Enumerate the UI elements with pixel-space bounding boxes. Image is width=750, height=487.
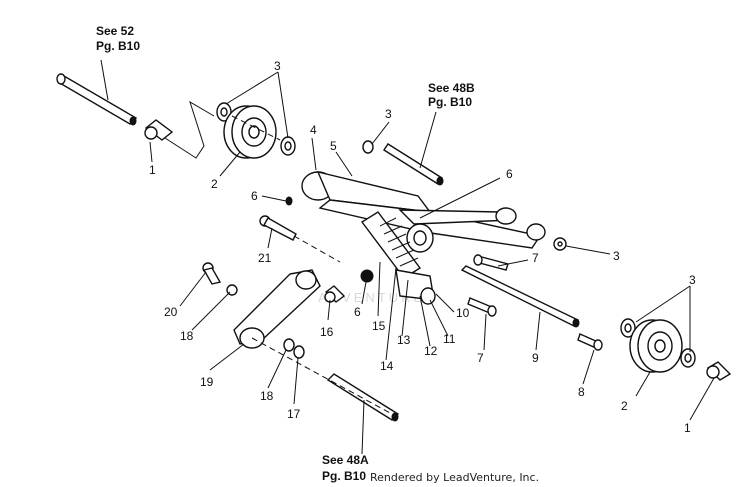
credit-text: Rendered by LeadVenture, Inc. <box>370 471 539 484</box>
callout-3-right: 3 <box>689 273 696 287</box>
ref-bottom-line2: Pg. B10 <box>322 469 366 483</box>
watermark: ADVENTURE <box>318 290 425 305</box>
callout-21: 21 <box>258 251 272 265</box>
callout-1-right: 1 <box>684 421 691 435</box>
callout-8: 8 <box>578 385 585 399</box>
callout-3-top: 3 <box>274 59 281 73</box>
callout-2-right: 2 <box>621 399 628 413</box>
callout-7-bottom: 7 <box>477 351 484 365</box>
callout-16: 16 <box>320 325 334 339</box>
washer-3-right-a <box>620 318 636 338</box>
link-arm-19 <box>233 269 321 349</box>
callout-20: 20 <box>164 305 178 319</box>
nut-6-left <box>285 196 293 206</box>
callout-7-top: 7 <box>532 251 539 265</box>
bolt-7-top <box>473 254 509 271</box>
wheel-2-left <box>223 105 277 159</box>
callout-6-left: 6 <box>251 189 258 203</box>
suspension-frame <box>301 170 546 253</box>
leader-bushing <box>164 100 215 159</box>
washer-3-mid <box>362 140 374 154</box>
ref-bottom-line1: See 48A <box>322 453 369 467</box>
bolt-20 <box>202 262 222 285</box>
wheel-2-right <box>629 319 683 373</box>
washer-3b <box>280 136 296 156</box>
callout-9: 9 <box>532 351 539 365</box>
ref-top-left-line2: Pg. B10 <box>96 39 140 53</box>
shaft-top-left <box>56 73 138 126</box>
callout-10: 10 <box>456 306 470 320</box>
callout-13: 13 <box>397 333 411 347</box>
callout-17: 17 <box>287 407 301 421</box>
callout-2-left: 2 <box>211 177 218 191</box>
bolt-7-bottom <box>467 297 497 317</box>
nut-6-bottom <box>360 269 374 283</box>
nut-17 <box>293 345 305 359</box>
bushing-1-left <box>144 119 174 141</box>
callout-18-bottom: 18 <box>260 389 274 403</box>
shaft-9 <box>460 265 580 328</box>
callout-15: 15 <box>372 319 386 333</box>
washer-3-right-b <box>680 348 696 368</box>
shaft-top-mid <box>383 143 444 186</box>
ref-top-mid-line1: See 48B <box>428 81 475 95</box>
bushing-16 <box>324 285 346 303</box>
callout-19: 19 <box>200 375 214 389</box>
leader-lines <box>100 59 715 455</box>
bushing-1-right <box>706 361 732 381</box>
callout-12: 12 <box>424 344 438 358</box>
bolt-8 <box>577 333 603 351</box>
callout-6-bottom: 6 <box>354 305 361 319</box>
ref-top-mid-line2: Pg. B10 <box>428 95 472 109</box>
callout-1-left: 1 <box>149 163 156 177</box>
bolt-21 <box>259 215 297 241</box>
callout-3-right-mid: 3 <box>613 249 620 263</box>
callout-5: 5 <box>330 139 337 153</box>
shock-spring <box>360 211 436 305</box>
callout-3-mid: 3 <box>385 107 392 121</box>
ref-top-left-line1: See 52 <box>96 24 134 38</box>
washer-3-right-mid <box>553 237 567 251</box>
shaft-bottom <box>326 373 400 422</box>
callout-18-top: 18 <box>180 329 194 343</box>
callout-11: 11 <box>443 332 456 346</box>
callout-4: 4 <box>310 123 317 137</box>
callout-14: 14 <box>380 359 394 373</box>
washer-18-bottom <box>283 338 295 352</box>
callout-6-right: 6 <box>506 167 513 181</box>
